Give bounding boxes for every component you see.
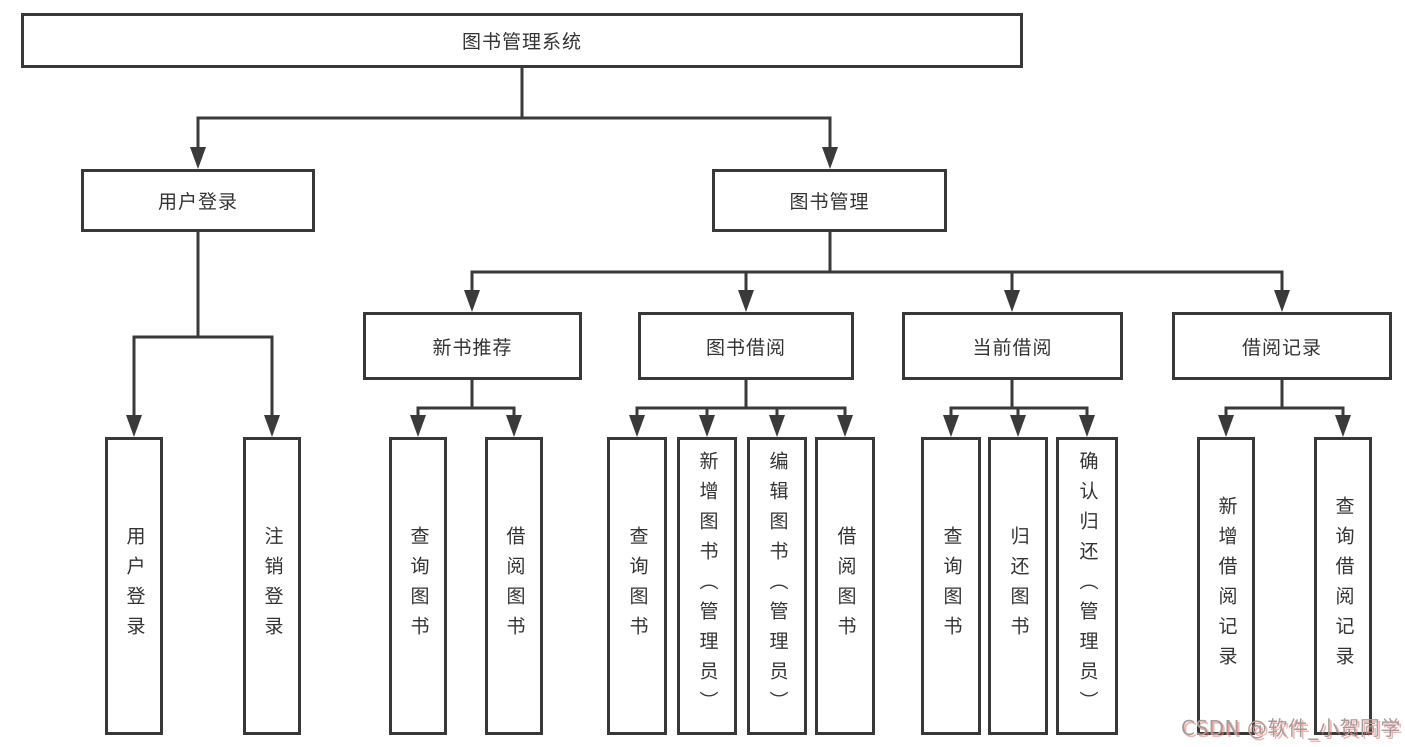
node-label: 图书管理系统: [461, 31, 582, 53]
node-label: 新增借阅记录: [1215, 496, 1238, 676]
leaf-user-login: 用户登录: [105, 437, 163, 735]
node-label: 查询图书: [626, 526, 649, 646]
leaf-edit-book-admin: 编辑图书（管理员）: [747, 437, 807, 735]
node-label: 查询图书: [407, 526, 430, 646]
node-label: 借阅图书: [834, 526, 857, 646]
node-label: 归还图书: [1007, 526, 1030, 646]
leaf-query-borrow-record: 查询借阅记录: [1314, 437, 1372, 735]
node-label: 新书推荐: [432, 336, 513, 359]
node-label: 图书借阅: [705, 336, 786, 359]
node-label: 借阅记录: [1241, 336, 1322, 359]
node-user-login-group: 用户登录: [81, 169, 315, 232]
node-label: 新增图书（管理员）: [696, 451, 719, 721]
node-current-borrowing: 当前借阅: [902, 312, 1123, 380]
node-label: 查询图书: [940, 526, 963, 646]
node-book-management: 图书管理: [712, 169, 947, 232]
leaf-add-borrow-record: 新增借阅记录: [1197, 437, 1255, 735]
leaf-logout: 注销登录: [243, 437, 301, 735]
node-borrowing-records: 借阅记录: [1172, 312, 1392, 380]
node-label: 查询借阅记录: [1332, 496, 1355, 676]
node-book-borrowing: 图书借阅: [638, 312, 854, 380]
node-label: 确认归还（管理员）: [1076, 451, 1099, 721]
node-label: 借阅图书: [503, 526, 526, 646]
node-label: 注销登录: [261, 526, 284, 646]
node-label: 用户登录: [157, 191, 238, 213]
leaf-return-book: 归还图书: [988, 437, 1048, 735]
node-label: 编辑图书（管理员）: [766, 451, 789, 721]
node-label: 图书管理: [789, 191, 870, 213]
csdn-watermark: CSDN @软件_小贺同学: [1181, 716, 1401, 740]
leaf-borrow-books-recommendation: 借阅图书: [485, 437, 543, 735]
node-new-book-recommendation: 新书推荐: [363, 312, 582, 380]
leaf-confirm-return-admin: 确认归还（管理员）: [1056, 437, 1118, 735]
leaf-query-books-recommendation: 查询图书: [389, 437, 447, 735]
node-library-management-system: 图书管理系统: [21, 13, 1023, 68]
leaf-query-books-current: 查询图书: [921, 437, 981, 735]
node-label: 用户登录: [123, 526, 146, 646]
leaf-query-books-borrowing: 查询图书: [607, 437, 667, 735]
leaf-borrow-books: 借阅图书: [815, 437, 875, 735]
node-label: 当前借阅: [972, 336, 1053, 359]
leaf-add-book-admin: 新增图书（管理员）: [677, 437, 737, 735]
